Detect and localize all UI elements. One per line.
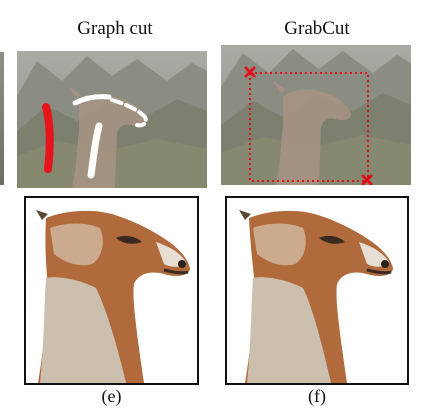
bbox-corner-marker-top-left [244, 66, 256, 78]
result-panel-e [24, 196, 199, 385]
result-panel-f [225, 196, 409, 385]
grabcut-bounding-box [249, 72, 369, 182]
previous-panel-edge [0, 52, 4, 185]
caption-e: (e) [101, 386, 122, 406]
bbox-corner-marker-bottom-right [361, 174, 373, 185]
graph-cut-input-image [17, 51, 207, 188]
panel-title-grabcut: GrabCut [284, 18, 350, 39]
grabcut-input-image [221, 45, 411, 185]
caption-f: (f) [308, 386, 326, 406]
panel-title-graph-cut: Graph cut [77, 18, 153, 39]
